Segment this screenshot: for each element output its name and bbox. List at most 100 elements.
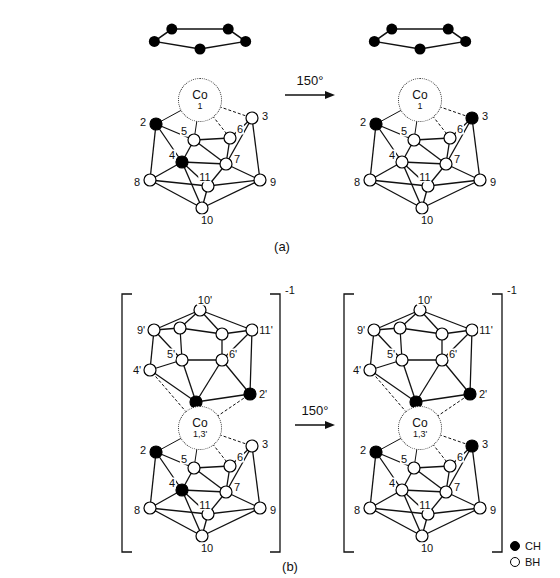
vertex-number: 1,3' xyxy=(193,430,207,439)
caption-label: 150° xyxy=(301,404,330,417)
bh-vertex xyxy=(364,364,376,376)
vertex-number: 2 xyxy=(139,445,147,456)
element-symbol: Co xyxy=(192,89,207,101)
cage-bond xyxy=(416,360,442,402)
cage-bond xyxy=(208,508,260,514)
vertex-number: 6 xyxy=(456,124,464,135)
ch-vertex xyxy=(244,388,256,400)
cage-bond xyxy=(202,508,260,536)
vertex-number: 4 xyxy=(388,150,396,161)
bh-vertex xyxy=(148,324,160,336)
bracket xyxy=(122,294,132,552)
bh-vertex xyxy=(416,530,428,542)
bh-vertex xyxy=(364,174,376,186)
vertex-number: 10 xyxy=(200,215,214,226)
vertex-number: 1 xyxy=(417,102,422,111)
cage-bond xyxy=(402,162,446,164)
vertex-number: 7 xyxy=(453,154,461,165)
vertex-number: 1 xyxy=(197,102,202,111)
bh-vertex xyxy=(416,202,428,214)
vertex-number: 2 xyxy=(139,117,147,128)
bh-vertex xyxy=(396,156,408,168)
ring-carbon xyxy=(223,24,234,35)
cage-bond xyxy=(150,452,156,508)
vertex-number: 2' xyxy=(478,389,488,400)
cage-bond xyxy=(376,124,402,162)
ring-carbon xyxy=(460,36,471,47)
bh-vertex xyxy=(216,328,228,340)
ring-carbon xyxy=(166,24,177,35)
cage-bond xyxy=(222,360,250,394)
vertex-number: 9 xyxy=(269,505,277,516)
ch-vertex xyxy=(370,446,382,458)
cage-bond xyxy=(156,452,182,490)
vertex-number: 6 xyxy=(456,452,464,463)
vertex-number: 11 xyxy=(418,500,431,511)
ring-carbon xyxy=(369,36,380,47)
bh-vertex xyxy=(254,174,266,186)
cage-bond xyxy=(202,180,260,208)
vertex-number: -1 xyxy=(506,285,518,296)
bh-vertex xyxy=(194,304,206,316)
vertex-number: 6' xyxy=(228,349,238,360)
cage-bond xyxy=(182,490,202,536)
vertex-number: 8 xyxy=(353,177,361,188)
vertex-number: 9' xyxy=(136,325,146,336)
bh-vertex xyxy=(394,322,406,334)
vertex-number: 3 xyxy=(481,111,489,122)
vertex-number: 10 xyxy=(420,543,434,554)
bh-vertex xyxy=(364,502,376,514)
ring-carbon xyxy=(443,24,454,35)
cage-bond xyxy=(150,180,202,208)
vertex-number: 9' xyxy=(356,325,366,336)
cage-bond xyxy=(252,446,260,508)
vertex-number: 7 xyxy=(233,482,241,493)
bh-vertex xyxy=(474,502,486,514)
cage-bond xyxy=(416,394,470,402)
cage-bond xyxy=(250,330,252,394)
vertex-number: 10' xyxy=(197,295,213,306)
legend-entry: BH xyxy=(510,556,540,568)
cobalt-atom: Co1 xyxy=(178,78,222,122)
cage-bond xyxy=(402,360,416,402)
reaction-arrow xyxy=(295,421,335,429)
cage-bond xyxy=(422,180,480,208)
bh-vertex xyxy=(408,462,420,474)
cobalt-atom: Co1 xyxy=(398,78,442,122)
ch-vertex xyxy=(150,446,162,458)
cage-bond xyxy=(182,490,226,492)
bh-vertex xyxy=(440,158,452,170)
ring-carbon xyxy=(415,44,426,55)
bh-vertex xyxy=(188,134,200,146)
cage-bond xyxy=(422,508,480,536)
arrow-head xyxy=(325,91,335,99)
arrow-head xyxy=(325,421,335,429)
cage-bond xyxy=(428,180,480,186)
vertex-number: 9 xyxy=(489,505,497,516)
cage-bond xyxy=(196,394,250,402)
bh-vertex xyxy=(408,134,420,146)
ring-carbon xyxy=(195,44,206,55)
bh-vertex xyxy=(224,132,236,144)
bh-vertex xyxy=(474,174,486,186)
vertex-number: -1 xyxy=(284,285,296,296)
bh-vertex xyxy=(144,502,156,514)
vertex-number: 3 xyxy=(481,439,489,450)
bh-vertex xyxy=(440,486,452,498)
vertex-number: 9 xyxy=(489,177,497,188)
vertex-number: 1,3' xyxy=(413,430,427,439)
cyclopentadienyl-ring xyxy=(369,24,471,55)
cage-bond xyxy=(182,162,202,208)
cage-bond xyxy=(208,180,260,186)
legend-swatch xyxy=(510,541,520,551)
cage-bond xyxy=(472,446,480,508)
cage-bond xyxy=(150,124,156,180)
caption-label: (a) xyxy=(273,240,291,253)
vertex-number: 8 xyxy=(353,505,361,516)
legend-swatch xyxy=(510,557,520,567)
cage-bond xyxy=(252,118,260,180)
cobalt-atom: Co1,3' xyxy=(398,406,442,450)
legend-text: CH xyxy=(525,540,541,552)
caption-label: 150° xyxy=(296,74,325,87)
vertex-number: 5' xyxy=(166,349,176,360)
